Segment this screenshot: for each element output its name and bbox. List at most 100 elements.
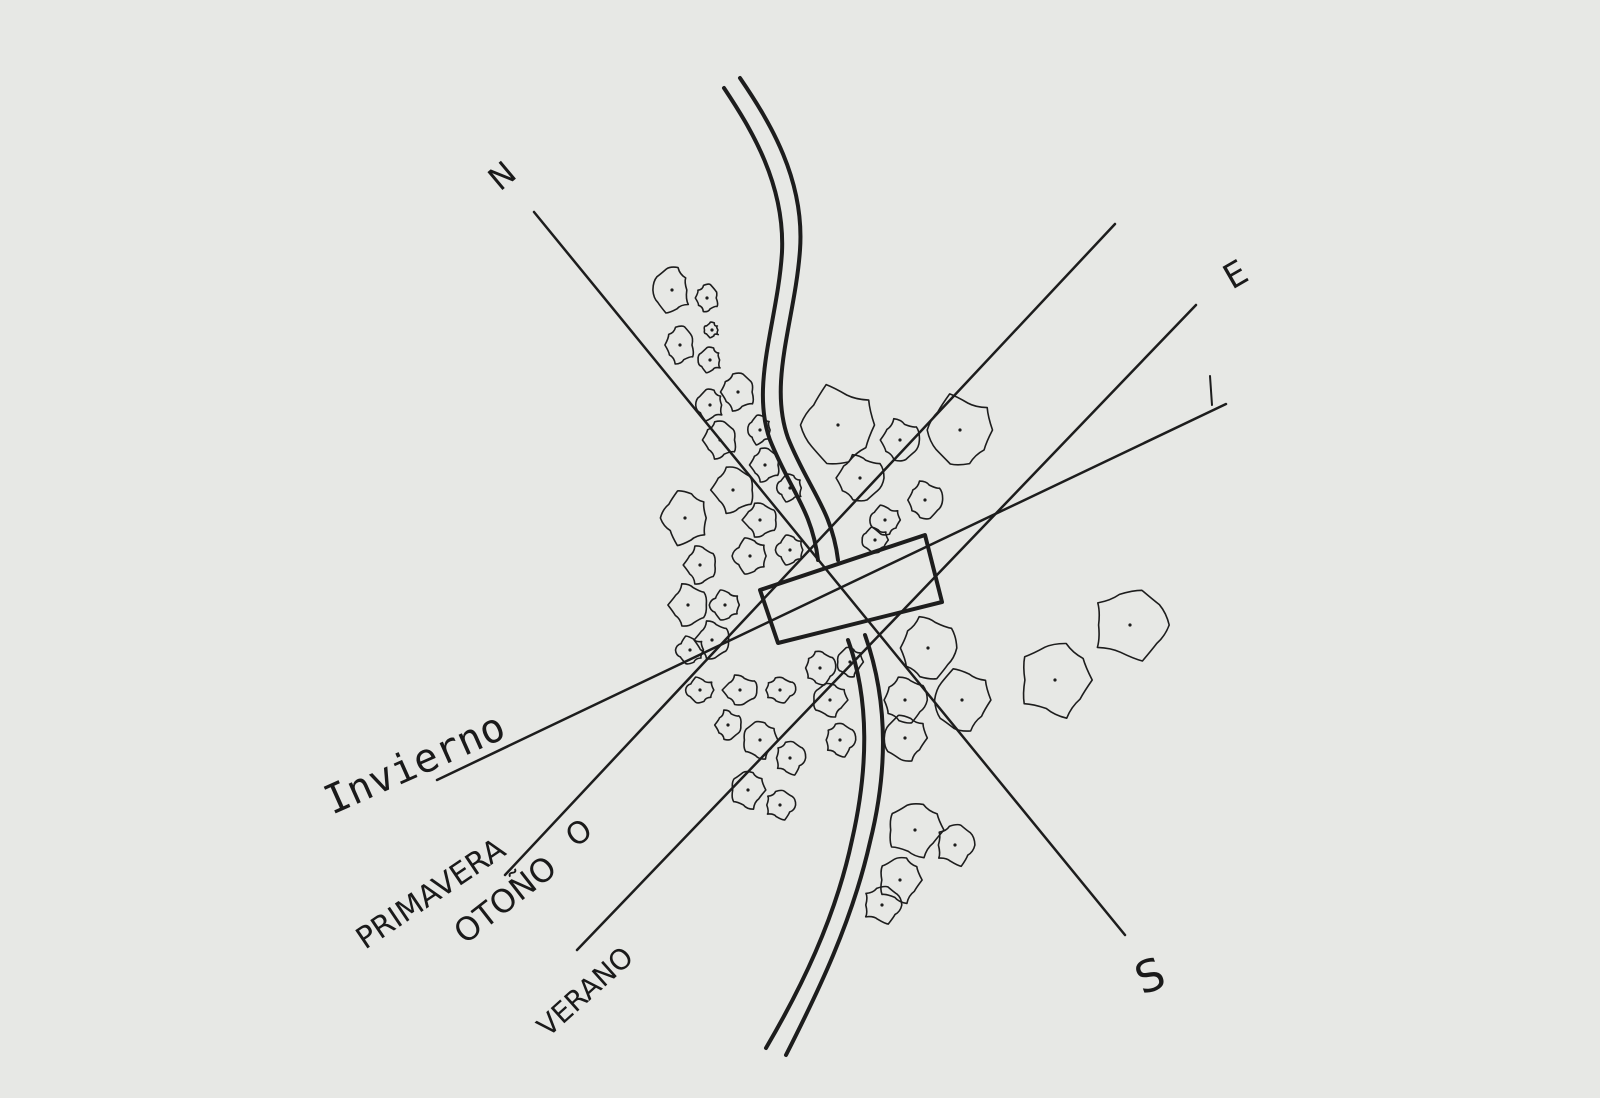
tree-blob	[674, 635, 705, 665]
tree-center-dot	[708, 358, 712, 362]
tree-blob	[775, 473, 803, 503]
tree-blob	[741, 502, 777, 538]
tree-center-dot	[736, 390, 740, 394]
sun-line-tick	[1209, 375, 1213, 406]
tree-center-dot	[903, 698, 907, 702]
tree-center-dot	[731, 488, 735, 492]
tree-center-dot	[758, 428, 762, 432]
tree-center-dot	[726, 723, 730, 727]
tree-center-dot	[778, 803, 782, 807]
river-bank-right	[738, 76, 840, 562]
tree-blob	[937, 823, 976, 868]
tree-blob	[799, 383, 876, 465]
tree-blob	[664, 325, 695, 365]
tree-center-dot	[758, 518, 762, 522]
tree-center-dot	[710, 638, 714, 642]
tree-blob	[743, 720, 779, 760]
tree-blob	[765, 676, 797, 704]
tree-center-dot	[926, 646, 930, 650]
tree-center-dot	[958, 428, 962, 432]
tree-blob	[694, 283, 719, 313]
tree-center-dot	[898, 438, 902, 442]
tree-center-dot	[838, 738, 842, 742]
tree-blob	[652, 266, 690, 314]
tree-center-dot	[686, 603, 690, 607]
tree-center-dot	[913, 828, 917, 832]
tree-blob	[719, 372, 755, 412]
tree-blob	[879, 417, 921, 462]
tree-center-dot	[710, 328, 714, 332]
tree-blob	[836, 646, 865, 678]
tree-blob	[731, 770, 767, 810]
north-south-axis	[532, 210, 1127, 937]
river-bank-right-south	[784, 633, 885, 1057]
tree-center-dot	[1053, 678, 1057, 682]
tree-blob	[864, 885, 903, 925]
tree-blob	[926, 393, 994, 466]
tree-center-dot	[788, 486, 792, 490]
compass-west-label: O	[560, 812, 599, 854]
tree-blob	[709, 466, 754, 515]
tree-center-dot	[953, 843, 957, 847]
sun-line-summer	[575, 303, 1198, 952]
tree-center-dot	[1128, 623, 1132, 627]
tree-center-dot	[748, 554, 752, 558]
tree-blob	[667, 582, 708, 627]
tree-center-dot	[683, 516, 687, 520]
river-bank-left	[722, 86, 820, 562]
tree-blob	[703, 321, 720, 339]
tree-center-dot	[746, 788, 750, 792]
tree-blob	[701, 420, 737, 460]
tree-center-dot	[723, 603, 727, 607]
tree-center-dot	[836, 423, 840, 427]
tree-center-dot	[898, 878, 902, 882]
river-bank-left-south	[764, 638, 867, 1050]
sun-line-autumn	[503, 222, 1117, 877]
tree-blob	[825, 722, 857, 758]
tree-center-dot	[698, 563, 702, 567]
tree-center-dot	[758, 738, 762, 742]
tree-center-dot	[688, 648, 692, 652]
tree-blob	[835, 453, 885, 502]
tree-center-dot	[698, 688, 702, 692]
tree-blob	[684, 676, 715, 704]
tree-center-dot	[848, 660, 852, 664]
tree-blob	[883, 676, 929, 724]
tree-blob	[774, 534, 804, 566]
tree-blob	[812, 682, 849, 718]
tree-center-dot	[873, 538, 877, 542]
tree-blob	[713, 709, 742, 741]
tree-blob	[869, 504, 902, 536]
compass-east-label: E	[1217, 252, 1256, 297]
tree-center-dot	[883, 518, 887, 522]
tree-center-dot	[903, 736, 907, 740]
tree-blob	[682, 545, 717, 585]
building-footprint	[758, 533, 944, 645]
season-winter-label: Invierno	[317, 704, 512, 824]
tree-blob	[775, 740, 807, 776]
tree-center-dot	[778, 688, 782, 692]
tree-blob	[721, 674, 758, 706]
tree-center-dot	[738, 688, 742, 692]
tree-center-dot	[708, 403, 712, 407]
tree-center-dot	[670, 288, 674, 292]
tree-blob	[697, 346, 721, 374]
season-summer-label: VERANO	[531, 940, 640, 1043]
tree-blob	[889, 802, 945, 859]
tree-center-dot	[763, 463, 767, 467]
compass-north-label: N	[481, 154, 524, 198]
tree-center-dot	[705, 296, 709, 300]
river	[722, 76, 885, 1057]
tree-blob	[1096, 589, 1170, 662]
tree-center-dot	[788, 756, 792, 760]
tree-center-dot	[788, 548, 792, 552]
tree-blob	[933, 668, 992, 732]
tree-blob	[659, 490, 707, 547]
tree-blob	[883, 714, 929, 762]
tree-blob	[708, 589, 741, 621]
tree-center-dot	[828, 698, 832, 702]
tree-blob	[907, 480, 944, 520]
tree-blob	[694, 388, 723, 422]
